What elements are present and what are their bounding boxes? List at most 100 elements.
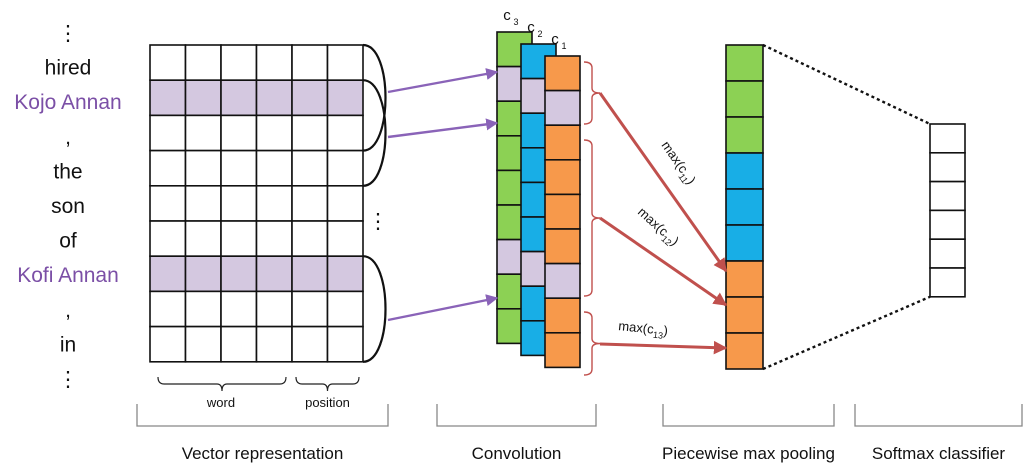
filter-label-sub: 3 [513, 17, 518, 27]
matrix-cell [326, 325, 364, 363]
filter-label: c [551, 31, 559, 48]
filter-cell [544, 262, 581, 300]
softmax-cell [929, 152, 966, 183]
pooled-cell [725, 296, 764, 334]
stage-bracket [436, 404, 597, 427]
filter-cell [544, 228, 581, 265]
matrix-cell [255, 325, 293, 363]
fc-dotted-bottom [762, 295, 931, 371]
matrix-cell [184, 44, 222, 82]
filter-cell [544, 89, 581, 126]
matrix-cell [184, 325, 222, 363]
matrix-cell [291, 114, 329, 152]
matrix-cell [149, 255, 187, 293]
pooled-cell [725, 80, 764, 118]
matrix-cell [220, 114, 258, 152]
sentence-token: son [51, 195, 85, 218]
max-pool-label: max(c13) [617, 318, 668, 341]
matrix-cell [184, 220, 222, 258]
matrix-cell [184, 290, 222, 328]
matrix-cell [326, 149, 364, 187]
matrix-cell [291, 185, 329, 222]
stage-bracket [662, 404, 835, 427]
matrix-cell [291, 220, 329, 258]
matrix-cell [220, 185, 258, 222]
filter-cell [544, 331, 581, 369]
matrix-cell [291, 255, 329, 293]
conv-input-arrow [387, 118, 499, 139]
filter-cell [544, 55, 581, 92]
pooled-cell [725, 332, 764, 370]
matrix-cell [326, 185, 364, 222]
matrix-cell [291, 44, 329, 82]
window-arc [362, 43, 387, 152]
pooling-arrow [599, 340, 728, 355]
segment-brace-3 [583, 311, 601, 376]
filter-label-sub: 1 [561, 41, 566, 51]
matrix-cell [149, 44, 187, 82]
conv-input-arrow [387, 68, 499, 94]
matrix-cell [149, 325, 187, 363]
conv-input-arrow [387, 294, 499, 322]
sentence-token: Kofi Annan [17, 264, 119, 287]
pooled-cell [725, 44, 764, 82]
matrix-cell [255, 149, 293, 187]
filter-label: c [503, 7, 511, 24]
stage-bracket [854, 404, 1023, 427]
matrix-cell [291, 325, 329, 363]
matrix-cell [255, 114, 293, 152]
word-brace-label: word [206, 395, 235, 410]
stage-caption: Softmax classifier [872, 444, 1006, 463]
matrix-cell [326, 290, 364, 328]
matrix-cell [220, 220, 258, 258]
stage-caption: Piecewise max pooling [662, 444, 835, 463]
matrix-cell [255, 79, 293, 117]
matrix-cell [326, 114, 364, 152]
sentence-token: hired [45, 57, 92, 80]
softmax-cell [929, 209, 966, 240]
softmax-classifier [762, 43, 966, 371]
max-pool-label: max(c12) [633, 204, 682, 251]
matrix-cell [220, 79, 258, 117]
segment-brace-1 [583, 61, 601, 125]
matrix-cell [326, 220, 364, 258]
matrix-cell [149, 220, 187, 258]
stage-caption: Vector representation [182, 444, 344, 463]
pooled-cell [725, 116, 764, 154]
softmax-cell [929, 123, 966, 154]
piecewise-max-pooling: max(c11)max(c12)max(c13) [583, 44, 764, 376]
pooling-arrow [599, 216, 728, 307]
matrix-cell [326, 79, 364, 117]
matrix-cell [291, 149, 329, 187]
pooled-cell [725, 188, 764, 226]
matrix-cell [184, 255, 222, 293]
sentence-token: Kojo Annan [14, 91, 121, 114]
matrix-cell [220, 44, 258, 82]
filter-cell [544, 193, 581, 230]
matrix-cell [184, 149, 222, 187]
word-brace [157, 376, 287, 392]
matrix-cell [184, 114, 222, 152]
filter-cell [544, 297, 581, 334]
matrix-cell [220, 255, 258, 293]
softmax-cell [929, 238, 966, 269]
matrix-cell [149, 79, 187, 117]
matrix-cell [255, 185, 293, 222]
stage-bracket [136, 404, 389, 427]
matrix-cell [255, 44, 293, 82]
matrix-cell [220, 290, 258, 328]
matrix-cell [184, 185, 222, 222]
sentence-token: , [65, 126, 71, 149]
matrix-cell [149, 185, 187, 222]
matrix-cell [149, 149, 187, 187]
filter-cell [544, 124, 581, 161]
matrix-cell [255, 220, 293, 258]
sentence-token: ⋮ [58, 368, 79, 391]
window-arc [362, 79, 387, 187]
filter-cell [544, 159, 581, 196]
